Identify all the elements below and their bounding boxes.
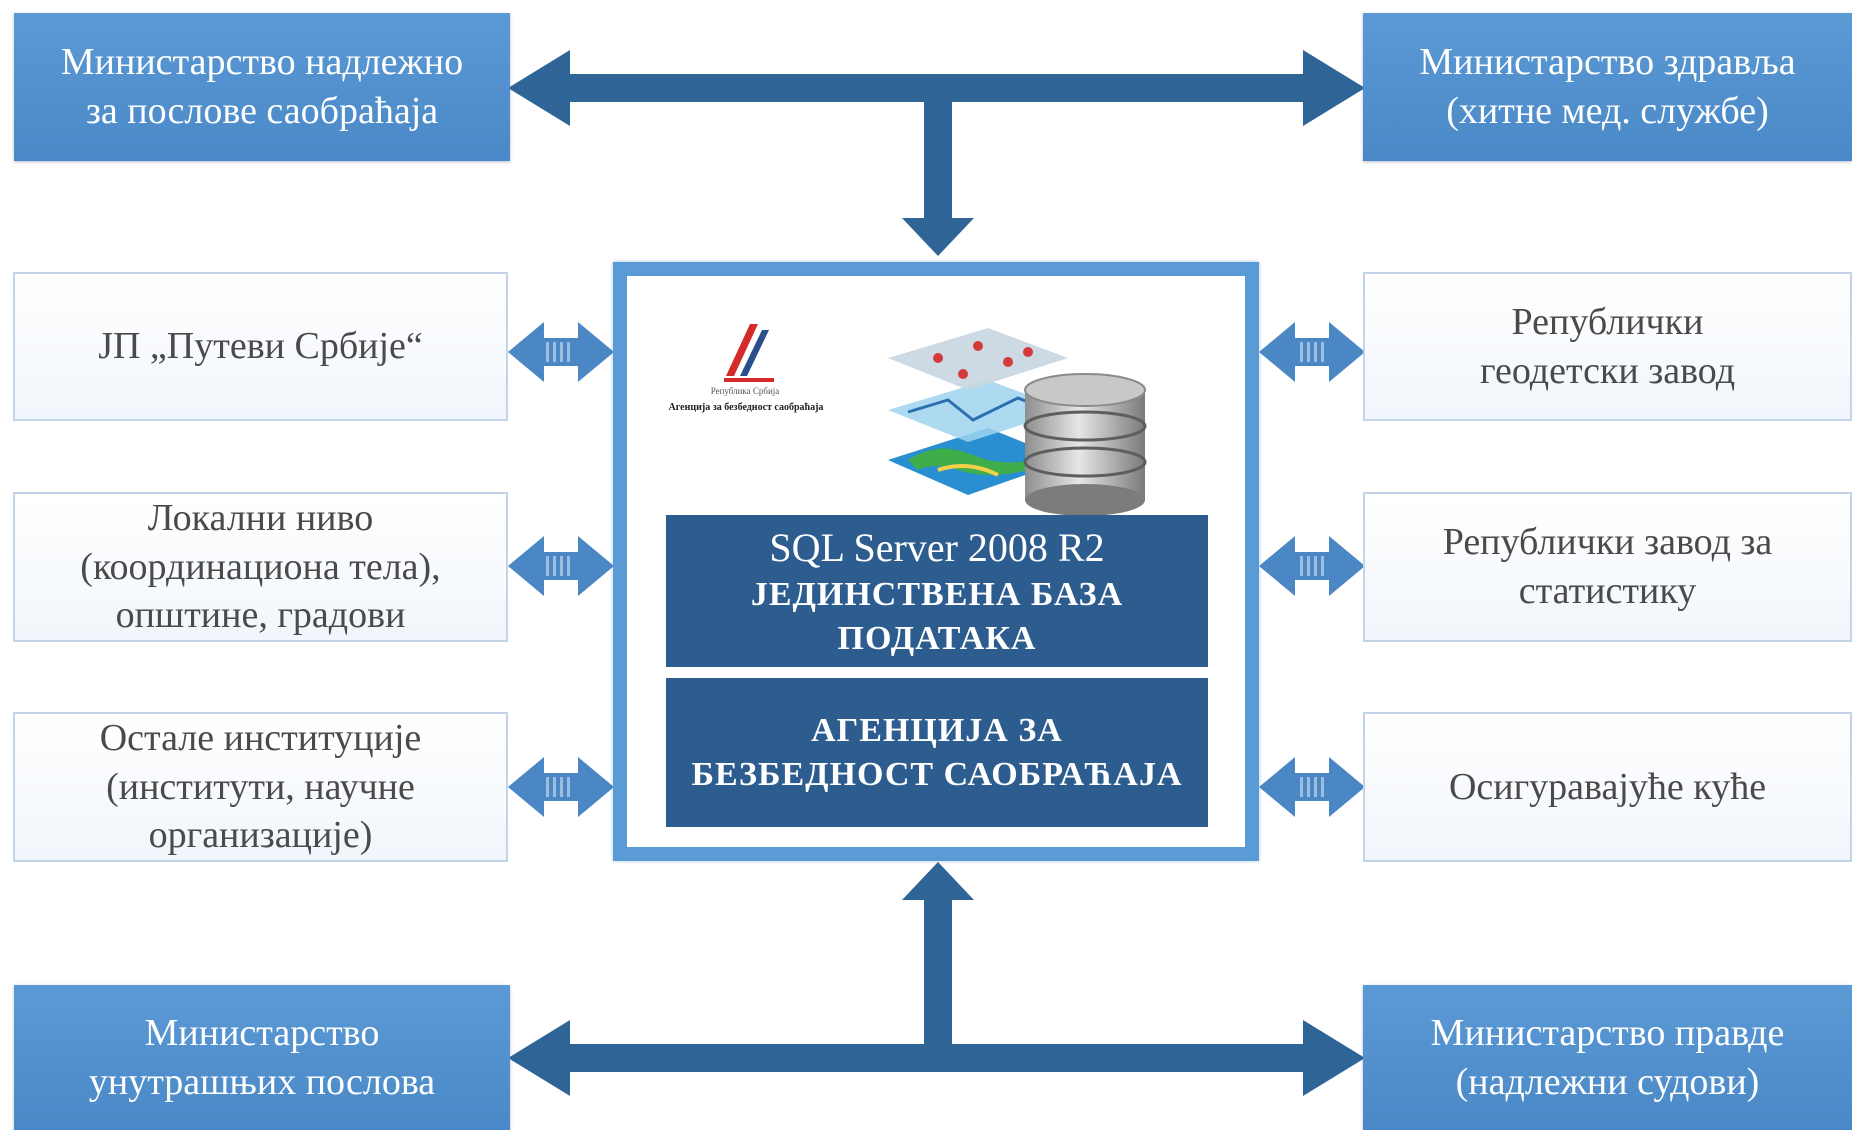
node-other-institutions-line-1: Остале институције [99,717,422,760]
node-roads-of-serbia-line-1: ЈП „Путеви Србије“ [98,325,423,368]
node-other-institutions: Остале институције (институти, научне ор… [13,712,508,862]
node-justice-ministry-line-2: (надлежни судови) [1455,1060,1760,1103]
node-justice-ministry-line-1: Министарство правде [1430,1011,1785,1054]
database-panel: SQL Server 2008 R2 ЈЕДИНСТВЕНА БАЗА ПОДА… [666,515,1208,667]
node-health-ministry-line-1: Министарство здравља [1419,41,1796,84]
node-interior-ministry: Министарство унутрашњих послова [14,985,510,1130]
node-other-institutions-line-3: организације) [148,814,373,857]
node-transport-ministry-line-1: Министарство надлежно [60,41,464,84]
bottom-bus-arrow [508,862,1365,1096]
node-justice-ministry: Министарство правде (надлежни судови) [1363,985,1852,1130]
right-link-arrow-2 [1259,536,1365,596]
left-link-arrow-3 [508,757,614,817]
node-geodetic-authority: Републички геодетски завод [1363,272,1852,421]
map-layers-icon [888,328,1068,495]
node-other-institutions-line-2: (институти, научне [106,765,415,808]
database-panel-title-2: ПОДАТАКА [837,619,1037,657]
node-geodetic-authority-line-1: Републички [1511,300,1704,343]
logo-caption-agency: Агенција за безбедност саобраћаја [668,402,824,413]
logo-caption-country: Република Србија [710,386,780,396]
left-link-arrows [508,322,614,817]
node-statistics-office-line-2: статистику [1518,570,1697,612]
agency-panel-line-1: АГЕНЦИЈА ЗА [811,711,1063,749]
node-insurance-companies-line-1: Осигуравајуће куће [1448,765,1767,808]
right-link-arrows [1259,322,1365,817]
node-statistics-office-line-1: Републички завод за [1442,521,1773,564]
node-health-ministry-line-2: (хитне мед. службе) [1446,90,1769,132]
node-local-level-line-3: општине, градови [115,594,406,637]
node-health-ministry: Министарство здравља (хитне мед. службе) [1363,13,1852,161]
node-insurance-companies: Осигуравајуће куће [1363,712,1852,862]
top-bus-arrow [508,50,1365,256]
node-local-level: Локални ниво (координациона тела), општи… [13,492,508,642]
node-local-level-line-2: (координациона тела), [80,545,441,588]
node-geodetic-authority-line-2: геодетски завод [1479,349,1736,392]
node-local-level-line-1: Локални ниво [147,497,374,540]
node-interior-ministry-line-2: унутрашњих послова [88,1060,436,1103]
database-panel-server: SQL Server 2008 R2 [769,524,1105,570]
node-interior-ministry-line-1: Министарство [144,1011,380,1054]
node-transport-ministry: Министарство надлежно за послове саобраћ… [14,13,510,161]
agency-panel: АГЕНЦИЈА ЗА БЕЗБЕДНОСТ САОБРАЋАЈА [666,678,1208,827]
node-transport-ministry-line-2: за послове саобраћаја [85,90,439,132]
node-roads-of-serbia: ЈП „Путеви Србије“ [13,272,508,421]
node-statistics-office: Републички завод за статистику [1363,492,1852,642]
agency-logo-icon [724,324,774,382]
database-panel-title-1: ЈЕДИНСТВЕНА БАЗА [750,576,1124,614]
right-link-arrow-1 [1259,322,1365,382]
database-icon [1023,373,1147,516]
agency-panel-line-2: БЕЗБЕДНОСТ САОБРАЋАЈА [691,755,1183,793]
right-link-arrow-3 [1259,757,1365,817]
left-link-arrow-2 [508,536,614,596]
left-link-arrow-1 [508,322,614,382]
